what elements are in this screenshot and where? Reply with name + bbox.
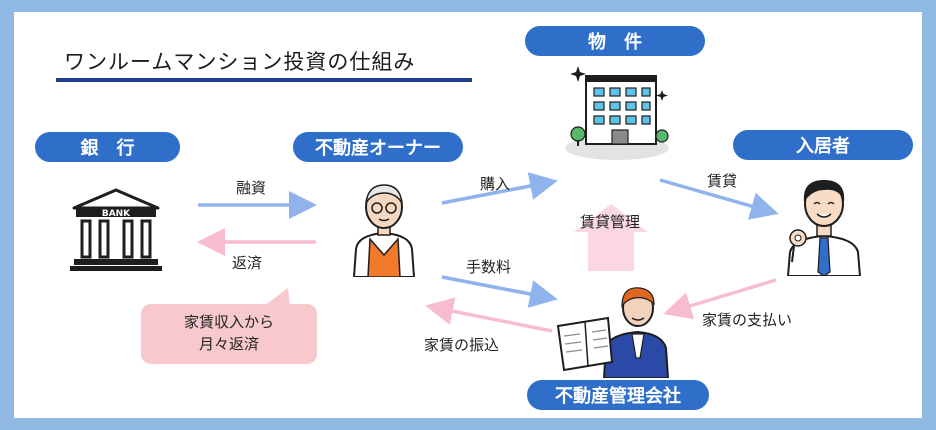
tenant-pill: 入居者: [733, 130, 913, 160]
rent-payment-arrow: [663, 278, 777, 320]
diagram-canvas: ワンルームマンション投資の仕組み 銀 行 不動産オーナー 物 件 入居者 不動産…: [14, 12, 922, 418]
bubble-line-1: 家賃収入から: [183, 313, 274, 332]
manager-person-icon: [556, 287, 670, 378]
repay-label: 返済: [232, 254, 263, 272]
property-pill: 物 件: [525, 26, 705, 56]
bank-pill: 銀 行: [35, 132, 180, 162]
bubble-line-2: 月々返済: [198, 335, 259, 353]
bubble-tail: [264, 288, 290, 306]
fee-arrow: [441, 275, 558, 308]
title-underline: [56, 78, 472, 82]
loan-label: 融資: [236, 179, 267, 197]
manager-pill: 不動産管理会社: [527, 380, 709, 410]
lease-management-label: 賃貸管理: [580, 213, 641, 231]
fee-label: 手数料: [466, 258, 512, 276]
bank-building-icon: BANK: [70, 188, 162, 271]
rent-payment-label: 家賃の支払い: [702, 311, 793, 329]
owner-pill: 不動産オーナー: [293, 132, 463, 162]
bank-sign: BANK: [102, 209, 131, 219]
rent-transfer-label: 家賃の振込: [424, 336, 500, 354]
lease-management-arrow: [574, 204, 648, 271]
flow-arrows: [197, 172, 779, 333]
apartment-building-icon: [565, 66, 669, 160]
repayment-note-bubble: 家賃収入から 月々返済: [141, 304, 317, 364]
owner-person-icon: [352, 184, 416, 277]
diagram-title: ワンルームマンション投資の仕組み: [64, 50, 416, 74]
rent-transfer-arrow: [425, 297, 553, 333]
tenant-person-icon: [786, 180, 862, 276]
purchase-arrow: [441, 172, 558, 205]
lease-label: 賃貸: [707, 172, 738, 190]
lease-arrow: [659, 178, 779, 220]
purchase-label: 購入: [480, 175, 511, 193]
